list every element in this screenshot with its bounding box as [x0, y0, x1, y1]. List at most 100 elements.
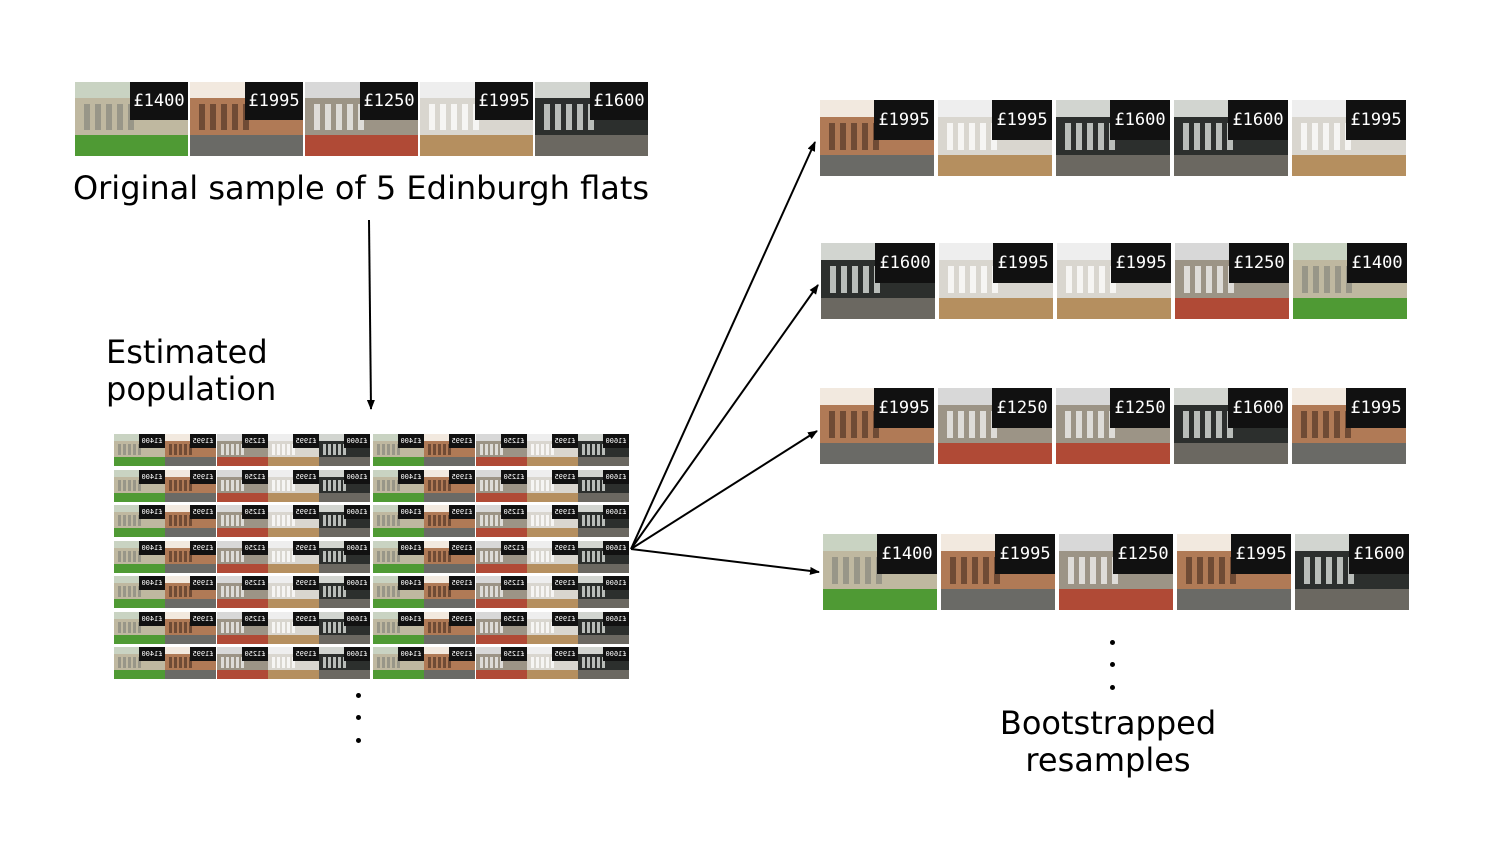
price-tag: £1400: [1347, 243, 1407, 283]
flat-photo-tile: £1995: [941, 534, 1055, 610]
flat-photo-tile: £1250: [476, 434, 527, 466]
flat-photo-tile: £1995: [820, 388, 934, 464]
flat-photo-tile: £1400: [373, 576, 424, 608]
flat-photo-tile: £1400: [114, 470, 165, 502]
flat-photo-tile: £1995: [424, 612, 475, 644]
flat-photo-tile: £1600: [535, 82, 648, 156]
flat-photo-tile: £1600: [821, 243, 935, 319]
price-tag: £1995: [995, 534, 1055, 574]
flat-photo-tile: £1250: [1059, 534, 1173, 610]
flat-photo-tile: £1995: [268, 647, 319, 679]
estimated-label-line-1: Estimated: [106, 333, 268, 371]
flat-photo-tile: £1600: [319, 541, 370, 573]
flat-photo-tile: £1400: [75, 82, 188, 156]
price-tag: £1250: [992, 388, 1052, 428]
flat-photo-tile: £1995: [424, 647, 475, 679]
flat-photo-tile: £1600: [578, 647, 629, 679]
flat-photo-tile: £1995: [165, 541, 216, 573]
price-tag: £1995: [245, 82, 303, 120]
flat-photo-tile: £1250: [217, 434, 268, 466]
flat-photo-tile: £1250: [305, 82, 418, 156]
original-sample-label: Original sample of 5 Edinburgh flats: [72, 169, 650, 207]
flat-photo-tile: £1600: [319, 505, 370, 537]
price-tag: £1995: [1346, 100, 1406, 140]
flat-photo-tile: £1995: [165, 470, 216, 502]
flat-photo-tile: £1250: [476, 505, 527, 537]
flat-photo-tile: £1600: [1295, 534, 1409, 610]
price-tag: £1250: [1110, 388, 1170, 428]
flat-photo-tile: £1400: [114, 434, 165, 466]
flat-photo-tile: £1600: [578, 505, 629, 537]
flat-photo-tile: £1250: [476, 541, 527, 573]
flat-photo-tile: £1995: [268, 576, 319, 608]
flat-photo-tile: £1995: [424, 505, 475, 537]
flat-photo-tile: £1995: [268, 434, 319, 466]
bootstrap-label-line-2: resamples: [1025, 740, 1191, 779]
flat-photo-tile: £1400: [114, 647, 165, 679]
flat-photo-tile: £1995: [938, 100, 1052, 176]
flat-photo-tile: £1600: [1174, 100, 1288, 176]
flat-photo-tile: £1600: [1056, 100, 1170, 176]
price-tag: £1250: [1229, 243, 1289, 283]
arrow-to-resample-4: [630, 548, 820, 575]
flat-photo-tile: £1600: [319, 434, 370, 466]
flat-photo-tile: £1995: [527, 434, 578, 466]
flat-photo-tile: £1995: [190, 82, 303, 156]
flat-photo-tile: £1400: [114, 612, 165, 644]
flat-photo-tile: £1995: [820, 100, 934, 176]
price-tag: £1995: [874, 388, 934, 428]
bootstrapped-resamples-label: Bootstrapped resamples: [958, 705, 1258, 779]
flat-photo-tile: £1250: [217, 505, 268, 537]
price-tag: £1400: [877, 534, 937, 574]
price-tag: £1995: [475, 82, 533, 120]
flat-photo-tile: £1995: [527, 470, 578, 502]
flat-photo-tile: £1995: [420, 82, 533, 156]
flat-photo-tile: £1250: [217, 470, 268, 502]
flat-photo-tile: £1600: [578, 612, 629, 644]
price-tag: £1995: [1231, 534, 1291, 574]
flat-photo-tile: £1995: [165, 647, 216, 679]
flat-photo-tile: £1250: [476, 576, 527, 608]
price-tag: £1995: [1346, 388, 1406, 428]
price-tag: £1600: [590, 82, 648, 120]
flat-photo-tile: £1995: [165, 505, 216, 537]
flat-photo-tile: £1995: [1177, 534, 1291, 610]
flat-photo-tile: £1400: [373, 434, 424, 466]
flat-photo-tile: £1600: [1174, 388, 1288, 464]
flat-photo-tile: £1995: [268, 505, 319, 537]
flat-photo-tile: £1250: [217, 647, 268, 679]
flat-photo-tile: £1995: [527, 612, 578, 644]
price-tag: £1250: [1113, 534, 1173, 574]
flat-photo-tile: £1995: [527, 541, 578, 573]
flat-photo-tile: £1250: [1056, 388, 1170, 464]
flat-photo-tile: £1400: [373, 612, 424, 644]
price-tag: £1995: [1111, 243, 1171, 283]
flat-photo-tile: £1400: [373, 647, 424, 679]
flat-photo-tile: £1600: [578, 576, 629, 608]
price-tag: £1600: [1228, 388, 1288, 428]
arrow-sample-to-population: [366, 219, 375, 410]
flat-photo-tile: £1600: [319, 612, 370, 644]
arrow-to-resample-3: [630, 430, 818, 550]
price-tag: £1600: [1110, 100, 1170, 140]
flat-photo-tile: £1995: [527, 647, 578, 679]
price-tag: £1995: [993, 243, 1053, 283]
arrow-to-resample-2: [630, 284, 819, 550]
flat-photo-tile: £1400: [823, 534, 937, 610]
price-tag: £1995: [874, 100, 934, 140]
price-tag: £1250: [360, 82, 418, 120]
flat-photo-tile: £1400: [373, 541, 424, 573]
flat-photo-tile: £1995: [939, 243, 1053, 319]
flat-photo-tile: £1995: [424, 434, 475, 466]
flat-photo-tile: £1995: [268, 541, 319, 573]
price-tag: £1600: [1228, 100, 1288, 140]
flat-photo-tile: £1995: [527, 505, 578, 537]
price-tag: £1600: [1349, 534, 1409, 574]
flat-photo-tile: £1250: [476, 612, 527, 644]
flat-photo-tile: £1250: [217, 576, 268, 608]
flat-photo-tile: £1995: [165, 612, 216, 644]
flat-photo-tile: £1600: [319, 576, 370, 608]
flat-photo-tile: £1995: [268, 470, 319, 502]
flat-photo-tile: £1995: [1292, 100, 1406, 176]
